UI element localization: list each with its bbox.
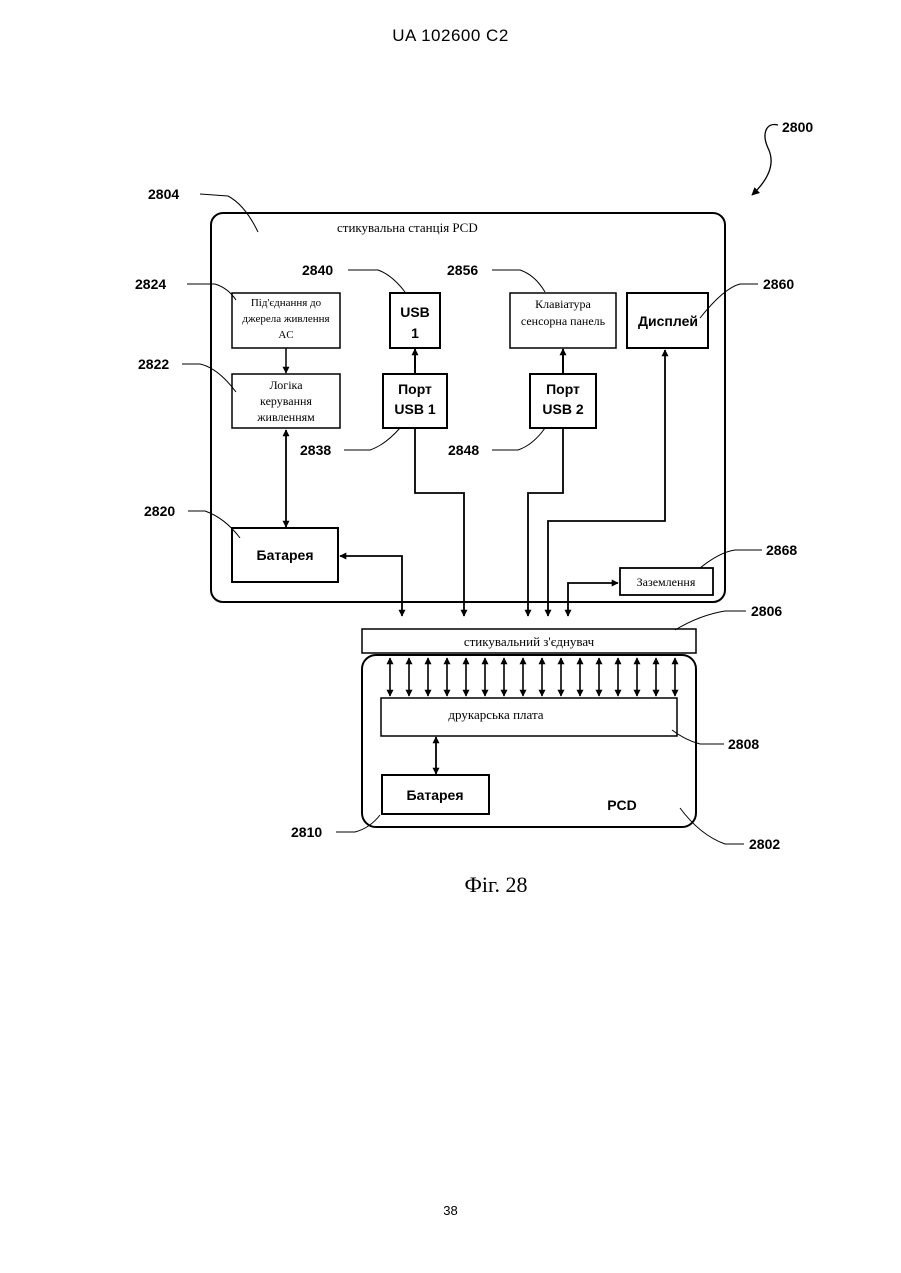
power-logic-label-1: Логіка xyxy=(269,378,303,392)
ref-2802-leader xyxy=(680,808,744,844)
port-usb2-label-2: USB 2 xyxy=(542,401,583,417)
ref-2820: 2820 xyxy=(144,503,175,519)
ref-2808-leader xyxy=(672,730,724,744)
ref-2822-leader xyxy=(182,364,236,392)
ref-2848: 2848 xyxy=(448,442,479,458)
ref-2824: 2824 xyxy=(135,276,166,292)
ref-2802: 2802 xyxy=(749,836,780,852)
ref-2856-leader xyxy=(492,270,545,292)
power-logic-label-2: керування xyxy=(260,394,312,408)
ref-2804: 2804 xyxy=(148,186,179,202)
ref-2840-leader xyxy=(348,270,405,292)
ac-power-label-2: джерела живлення xyxy=(242,313,329,325)
figure-caption: Фіг. 28 xyxy=(464,872,527,897)
port-usb1-label-2: USB 1 xyxy=(394,401,435,417)
pcd-battery-label: Батарея xyxy=(407,787,464,803)
ac-power-label-3: AC xyxy=(278,329,293,341)
ref-2868-leader xyxy=(700,550,762,568)
usb1-label-2: 1 xyxy=(411,325,419,341)
pcd-label: PCD xyxy=(607,797,637,813)
station-battery-label: Батарея xyxy=(257,547,314,563)
connector-pins xyxy=(390,658,675,696)
ref-2810: 2810 xyxy=(291,824,322,840)
keyboard-label-1: Клавіатура xyxy=(535,297,591,311)
port-usb1-label-1: Порт xyxy=(398,381,432,397)
ref-2838: 2838 xyxy=(300,442,331,458)
ground-connector-link xyxy=(568,583,618,616)
ref-2800-leader xyxy=(752,125,778,195)
ref-2822: 2822 xyxy=(138,356,169,372)
ac-power-label-1: Під'єднання до xyxy=(251,297,322,309)
port2-connector-link xyxy=(528,428,563,616)
docking-station-label: стикувальна станція PCD xyxy=(337,220,478,235)
power-logic-label-3: живленням xyxy=(256,410,315,424)
ref-2838-leader xyxy=(344,428,400,450)
ref-2808: 2808 xyxy=(728,736,759,752)
ground-label: Заземлення xyxy=(637,575,696,589)
keyboard-label-2: сенсорна панель xyxy=(521,314,606,328)
ref-2810-leader xyxy=(336,815,380,832)
ref-2806-leader xyxy=(675,611,746,630)
page-number: 38 xyxy=(0,1203,901,1218)
ref-2800: 2800 xyxy=(782,119,813,135)
ref-2868: 2868 xyxy=(766,542,797,558)
pcb-label: друкарська плата xyxy=(448,707,543,722)
port-usb2-label-1: Порт xyxy=(546,381,580,397)
ref-2806: 2806 xyxy=(751,603,782,619)
ref-2840: 2840 xyxy=(302,262,333,278)
display-label: Дисплей xyxy=(638,313,698,329)
usb1-label-1: USB xyxy=(400,304,430,320)
ref-2848-leader xyxy=(492,428,545,450)
battery-connector-link xyxy=(340,556,402,616)
ref-2856: 2856 xyxy=(447,262,478,278)
ref-2860: 2860 xyxy=(763,276,794,292)
docking-connector-label: стикувальний з'єднувач xyxy=(464,634,595,649)
